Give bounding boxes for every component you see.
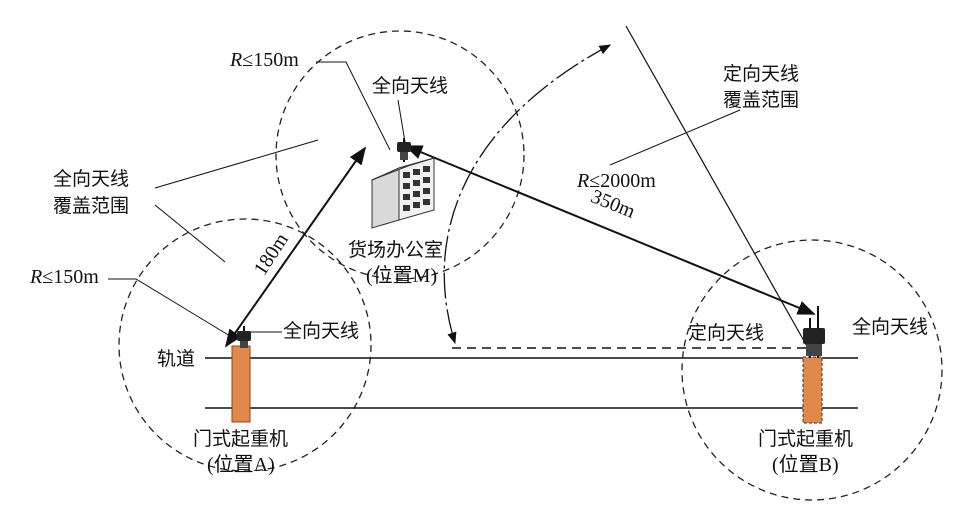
label-directional-antenna-b: 定向天线 [688,322,764,344]
label-omni-antenna-a: 全向天线 [283,320,359,342]
leader-omni-coverage-lower [154,204,226,263]
crane-a-body [231,345,251,423]
label-distance-180: 180m [250,229,294,280]
leader-omni-office [397,99,406,143]
label-r2000: R≤2000m [576,170,656,192]
leader-r150-left [108,278,231,337]
label-rail: 轨道 [157,348,195,370]
label-omni-coverage-line1: 全向天线 [53,168,129,190]
crane-b-body [802,356,823,424]
label-office-line1: 货场办公室 [348,239,443,261]
directional-coverage-arc [443,44,612,345]
label-crane-b-line2: (位置B) [772,453,839,476]
label-r150-left: R≤150m [29,266,99,288]
distance-arrow-office-to-crane-a [224,146,367,348]
crane-a-antenna-icon [237,326,251,348]
label-crane-a-line1: 门式起重机 [193,428,288,450]
distance-arrow-office-to-crane-b [404,145,816,315]
office-antenna-icon [397,138,411,162]
label-omni-antenna-office: 全向天线 [372,75,448,97]
label-crane-a-line2: (位置A) [207,453,275,476]
label-r150-top: R≤150m [229,49,299,71]
leader-r2000 [609,109,741,166]
crane-b-antenna-icon [803,306,825,358]
label-directional-coverage-line2: 覆盖范围 [723,89,799,111]
label-omni-coverage-line2: 覆盖范围 [53,195,129,217]
label-crane-b-line1: 门式起重机 [758,428,853,450]
label-omni-antenna-b: 全向天线 [852,316,928,338]
label-directional-coverage-line1: 定向天线 [723,63,799,85]
leader-r150-top [316,61,391,151]
leader-omni-coverage-upper [154,139,319,189]
label-office-line2: (位置M) [366,264,437,287]
office-building-icon [371,157,435,229]
